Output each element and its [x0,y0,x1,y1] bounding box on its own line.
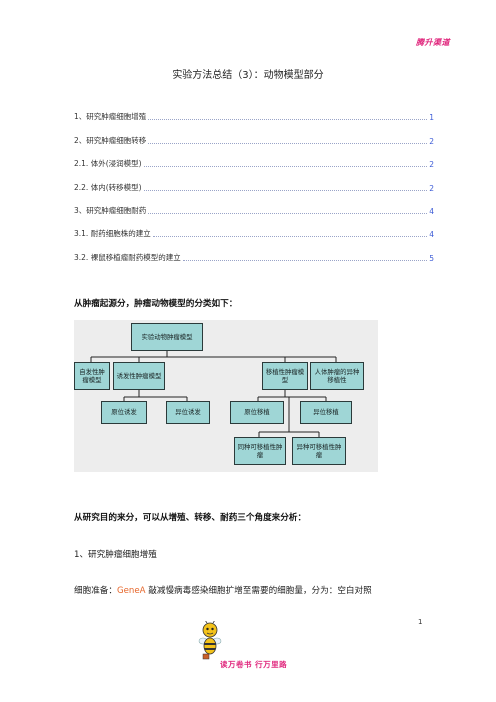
node-ectopic-induced: 异位诱发 [166,401,210,424]
toc-entry[interactable]: 3、研究肿瘤细胞耐药 4 [74,204,434,216]
toc-entry[interactable]: 2.2. 体内(转移模型) 2 [74,181,434,193]
body-rest: 敲减慢病毒感染细胞扩增至需要的细胞量，分为：空白对照 [145,586,372,596]
node-human-xenograft: 人体肿瘤的异种移植性 [310,362,364,390]
node-transplant: 移植性肿瘤模型 [262,362,308,390]
toc-entry-label: 3、研究肿瘤细胞耐药 [74,206,147,215]
toc-entry[interactable]: 1、研究肿瘤细胞增殖 1 [74,110,434,122]
section-title: 1、研究肿瘤细胞增殖 [74,550,157,560]
toc-entry[interactable]: 2.1. 体外(浸润模型) 2 [74,157,434,169]
diagram-connectors [90,351,337,437]
toc-leader [182,260,428,261]
node-ectopic-transplant: 异位移植 [300,401,352,424]
header-brand: 腾升渠道 [416,38,450,47]
toc-entry-page: 2 [429,137,434,146]
toc-entry-page: 4 [429,207,434,216]
toc-entry[interactable]: 2、研究肿瘤细胞转移 2 [74,134,434,146]
toc-entry[interactable]: 3.2. 裸鼠移植瘤耐药模型的建立 5 [74,251,434,263]
page-number: 1 [418,618,423,626]
toc-entry-page: 5 [429,254,434,263]
toc-entry-label: 2、研究肿瘤细胞转移 [74,136,147,145]
toc-leader [148,213,428,214]
toc-entry-page: 1 [429,113,434,122]
classification-heading: 从肿瘤起源分，肿瘤动物模型的分类如下： [74,299,238,309]
toc-leader [148,143,428,144]
toc-entry-page: 2 [429,184,434,193]
toc-entry-label: 2.1. 体外(浸润模型) [74,159,142,168]
toc-entry-label: 2.2. 体内(转移模型) [74,183,142,192]
toc-leader [143,166,428,167]
toc-leader [148,119,428,120]
toc-entry-label: 3.2. 裸鼠移植瘤耐药模型的建立 [74,253,181,262]
purpose-heading: 从研究目的来分，可以从增殖、转移、耐药三个角度来分析： [74,513,307,523]
toc-entry-label: 3.1. 耐药细胞株的建立 [74,229,151,238]
gene-highlight: GeneA [116,586,146,596]
toc-entry-page: 2 [429,160,434,169]
document-title: 实验方法总结（3）：动物模型部分 [172,70,324,81]
toc-leader [143,190,428,191]
tumor-model-diagram: 实验动物肿瘤模型 自发性肿瘤模型 诱发性肿瘤模型 移植性肿瘤模型 人体肿瘤的异种… [74,320,378,472]
node-orthotopic-induced: 原位诱发 [101,401,147,424]
toc-leader [152,236,428,237]
node-orthotopic-transplant: 原位移植 [230,401,284,424]
node-xenograft: 异种可移植性肿瘤 [292,437,346,465]
toc-entry[interactable]: 3.1. 耐药细胞株的建立 4 [74,227,434,239]
node-root: 实验动物肿瘤模型 [131,323,203,351]
bee-mascot-icon [198,621,222,660]
footer-slogan: 读万卷书 行万里路 [220,660,288,669]
toc-entry-label: 1、研究肿瘤细胞增殖 [74,112,147,121]
body-prefix: 细胞准备： [74,586,117,596]
toc-entry-page: 4 [429,230,434,239]
node-induced: 诱发性肿瘤模型 [113,362,165,390]
node-spontaneous: 自发性肿瘤模型 [74,362,110,390]
node-allograft: 同种可移植性肿瘤 [234,437,286,465]
body-paragraph: 细胞准备：GeneA 敲减慢病毒感染细胞扩增至需要的细胞量，分为：空白对照 [74,584,372,596]
